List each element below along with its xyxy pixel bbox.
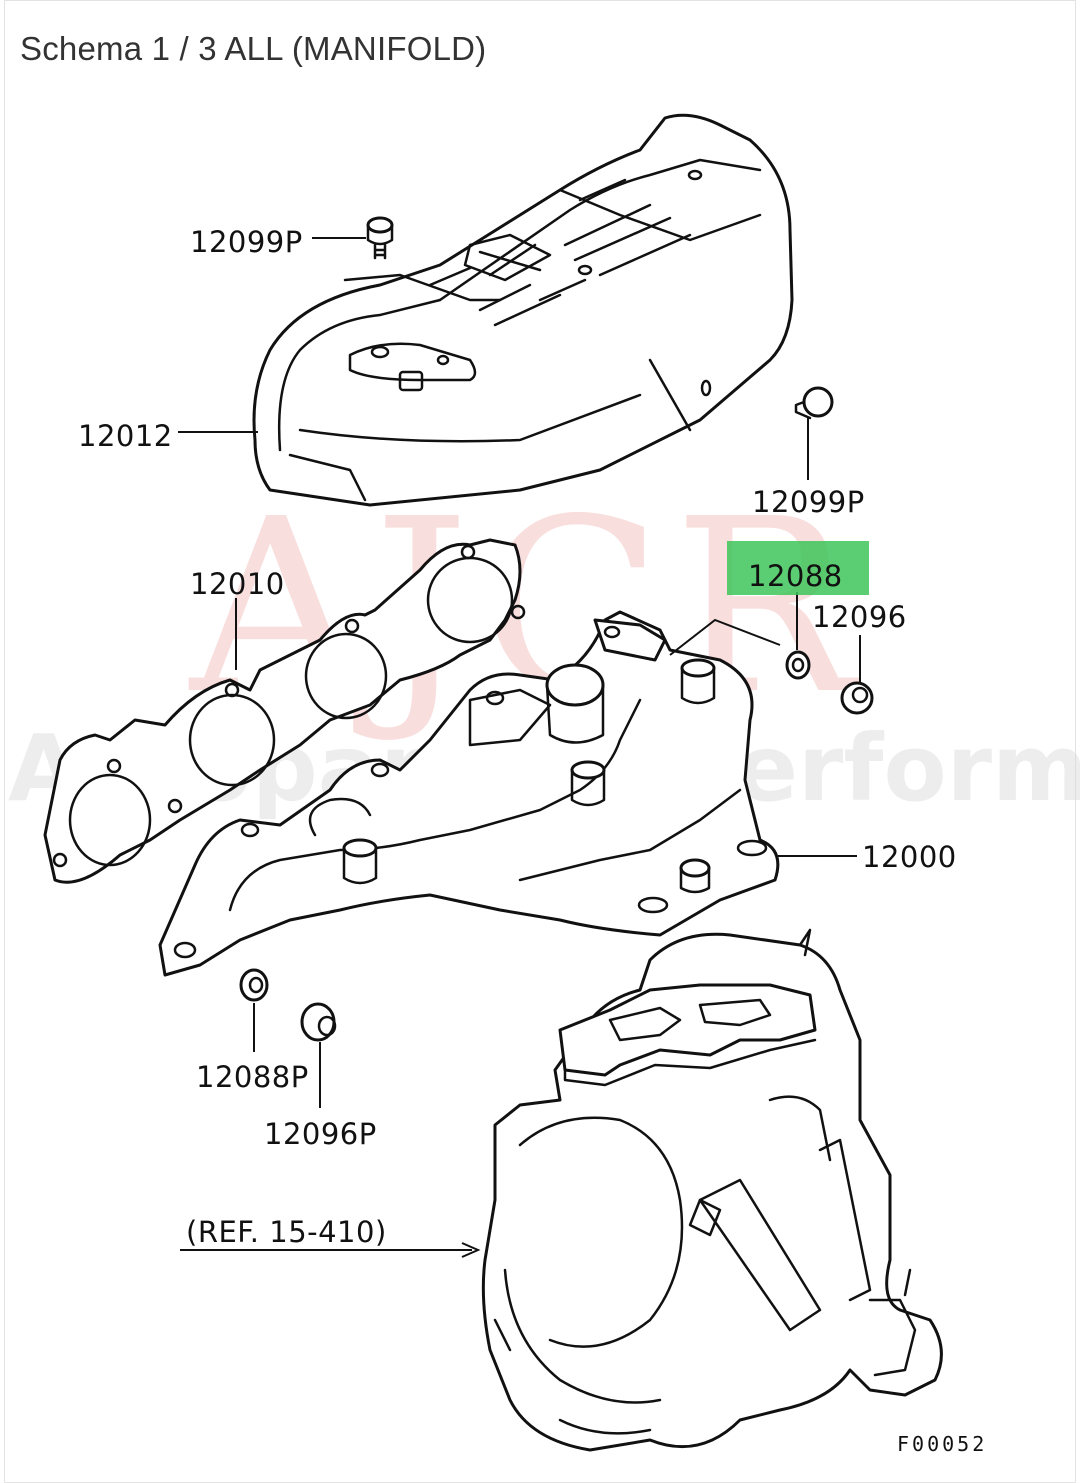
highlight-box	[727, 541, 869, 595]
page-title: Schema 1 / 3 ALL (MANIFOLD)	[20, 30, 487, 67]
bolt-12099P-right[interactable]	[794, 386, 834, 420]
label-12010[interactable]: 12010	[190, 567, 285, 601]
label-12088P[interactable]: 12088P	[196, 1060, 309, 1094]
label-12096[interactable]: 12096	[812, 600, 907, 634]
bolt-12099P-top[interactable]	[366, 216, 394, 260]
label-12096P[interactable]: 12096P	[264, 1117, 377, 1151]
label-ref[interactable]: (REF. 15-410)	[186, 1215, 387, 1249]
manifold-gasket-12010[interactable]	[43, 538, 526, 884]
nut-12096P[interactable]	[300, 1002, 337, 1042]
turbocharger-ref[interactable]	[481, 928, 943, 1452]
heat-shield-12012[interactable]	[252, 113, 794, 507]
washer-12088[interactable]	[785, 650, 811, 680]
figure-code: F00052	[897, 1432, 987, 1456]
label-12088[interactable]: 12088	[748, 559, 843, 593]
label-12000[interactable]: 12000	[862, 840, 957, 874]
label-12099P-right[interactable]: 12099P	[752, 485, 865, 519]
washer-12088P[interactable]	[239, 968, 269, 1002]
exhaust-manifold-12000[interactable]	[158, 610, 780, 977]
nut-12096[interactable]	[840, 681, 874, 715]
label-12099P-top[interactable]: 12099P	[190, 225, 303, 259]
label-12012[interactable]: 12012	[78, 419, 173, 453]
